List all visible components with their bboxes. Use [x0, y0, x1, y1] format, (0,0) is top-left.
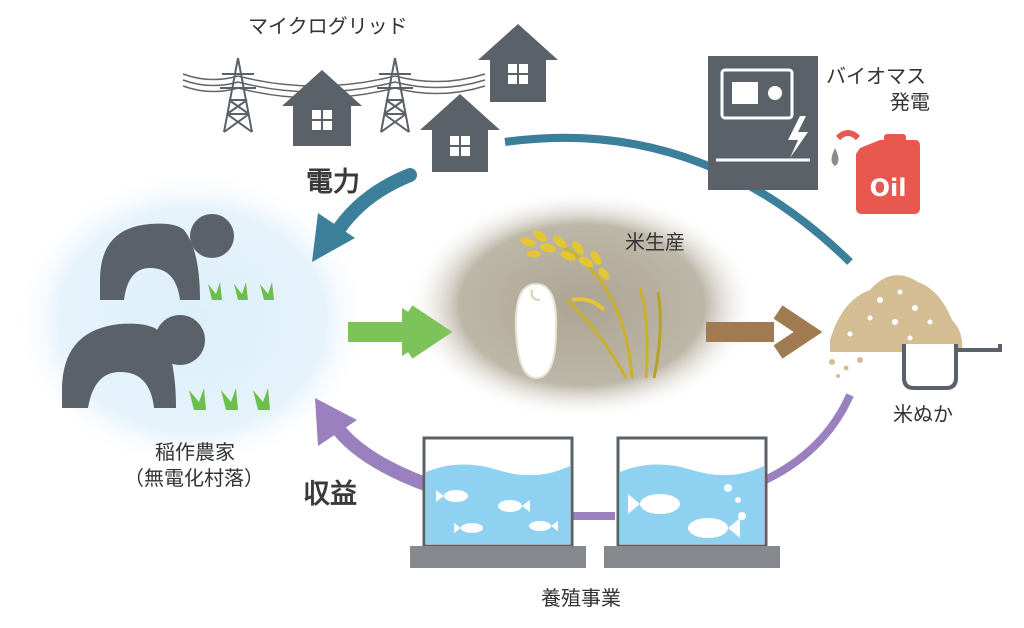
farmer-icon [100, 214, 234, 300]
house-icon [282, 70, 362, 146]
fish-icon [529, 521, 551, 531]
rice-bran-label: 米ぬか [893, 402, 953, 426]
house-icon [478, 24, 558, 102]
fish-tank-icon [604, 436, 780, 568]
rice-production-label: 米生産 [625, 230, 685, 254]
electricity-label: 電力 [306, 167, 360, 198]
pylon-icon [377, 57, 413, 133]
fish-icon [498, 500, 522, 512]
pylon-icon [220, 57, 256, 133]
farmers-label-line1: 稲作農家 [155, 440, 235, 464]
oil-can-icon: Oil [835, 130, 920, 214]
biomass-power-label-line2: 発電 [890, 90, 930, 114]
lightning-icon [788, 116, 808, 158]
input-arrow-chevron [403, 305, 453, 359]
electricity-arrowhead [312, 213, 355, 262]
microgrid-label: マイクログリッド [248, 14, 408, 38]
fish-icon [640, 494, 680, 514]
house-icon [420, 94, 500, 172]
bubble-icon [738, 512, 746, 520]
rice-grain-icon [514, 282, 558, 380]
grass-sprouts-icon [189, 282, 274, 410]
rice-production-background [407, 190, 757, 420]
revenue-arrowhead [315, 398, 357, 446]
bubble-icon [724, 484, 732, 492]
fish-tank-icon [410, 436, 586, 568]
farmers-label-line2: （無電化村落） [124, 466, 264, 490]
electricity-flow-arc [504, 133, 853, 265]
rice-plant-icon [520, 230, 662, 379]
output-arrow-shaft [706, 322, 774, 342]
rice-bran-pile-icon [829, 275, 1002, 390]
input-arrow-shaft [348, 322, 410, 342]
aquaculture-label: 養殖事業 [541, 586, 621, 610]
fish-icon [444, 490, 468, 502]
fish-icon [688, 518, 728, 538]
revenue-arrow [328, 418, 435, 492]
fish-icon [461, 523, 483, 533]
oil-drop-icon [831, 148, 839, 166]
bubble-icon [735, 497, 741, 503]
oil-label: Oil [870, 174, 907, 202]
farmer-icon [62, 315, 205, 408]
output-arrow-chevron [773, 305, 823, 359]
biomass-generator-icon [708, 56, 818, 190]
electricity-arrow [328, 168, 417, 242]
biomass-power-label-line1: バイオマス [826, 64, 926, 88]
revenue-label: 収益 [303, 479, 357, 510]
